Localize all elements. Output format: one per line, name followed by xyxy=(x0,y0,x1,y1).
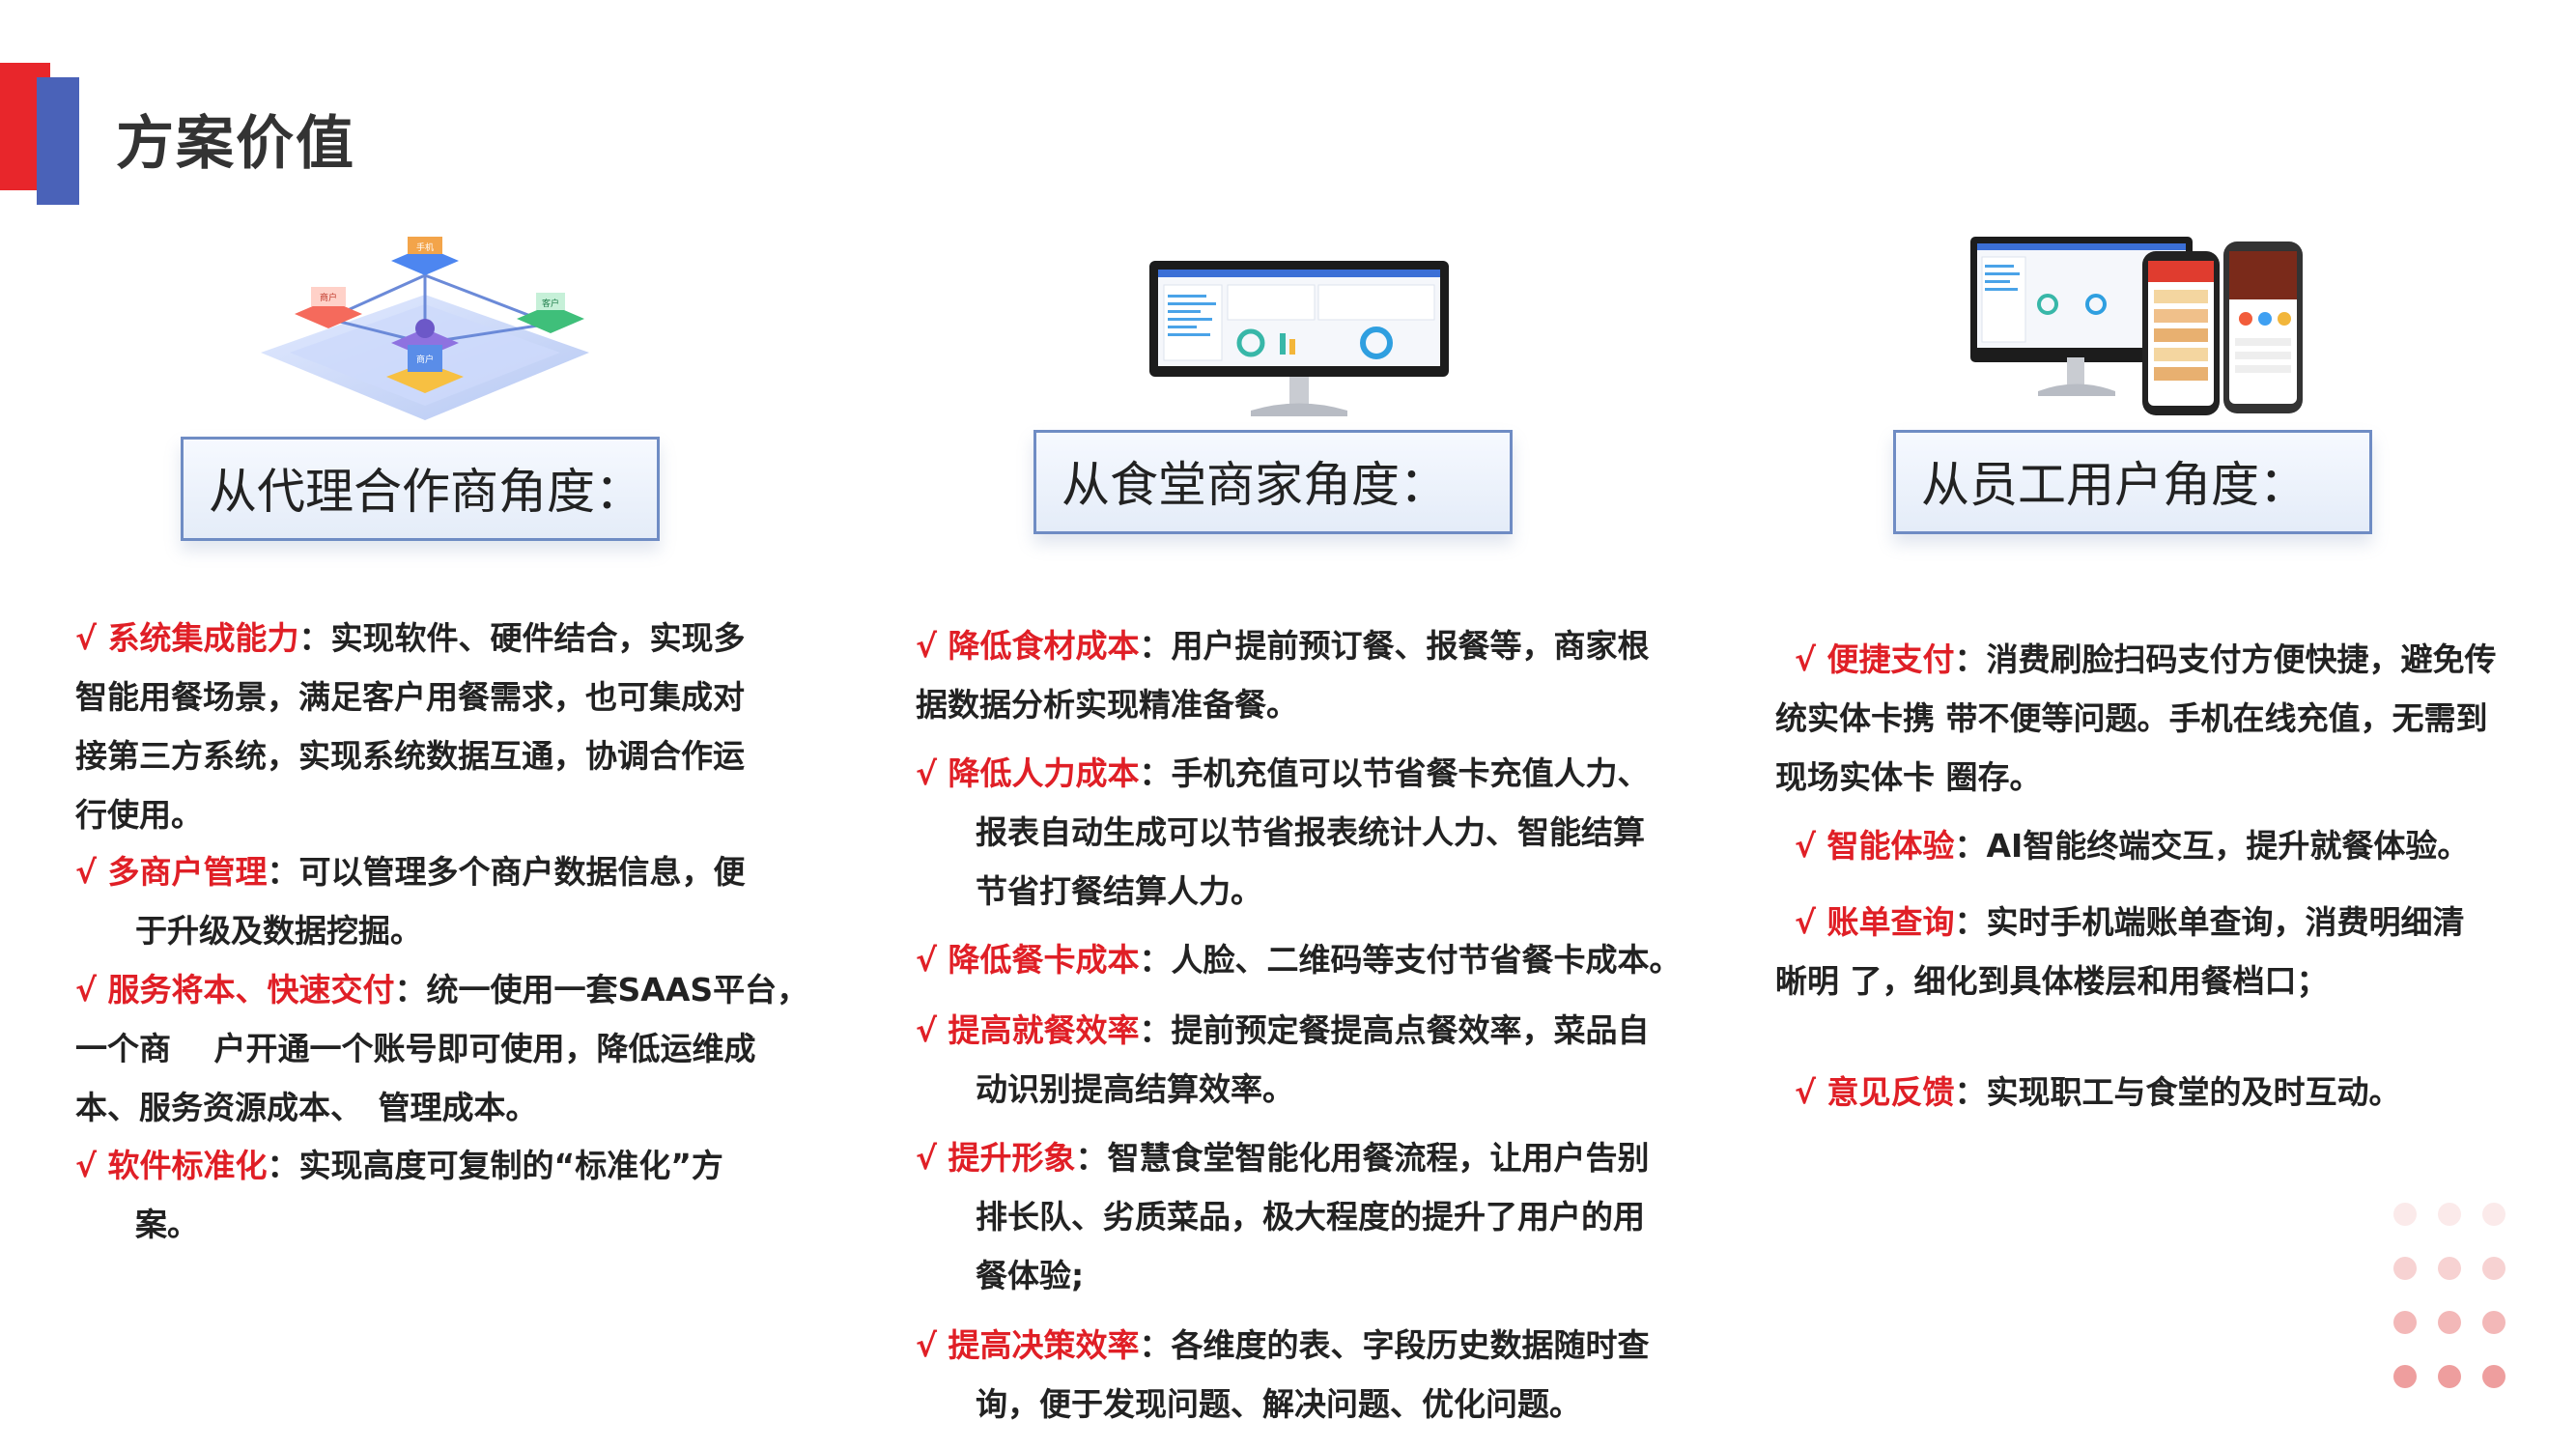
dot xyxy=(2482,1203,2505,1226)
benefit-keyword: 多商户管理 xyxy=(107,853,268,891)
dot xyxy=(2438,1365,2461,1388)
benefit-keyword: 服务将本、快速交付 xyxy=(107,971,395,1009)
benefit-keyword: 系统集成能力 xyxy=(107,619,299,657)
check-icon: √ xyxy=(916,1011,938,1049)
dot xyxy=(2438,1257,2461,1280)
benefit-item: √ 降低人力成本：手机充值可以节省餐卡充值人力、 报表自动生成可以节省报表统计人… xyxy=(916,754,1650,910)
dot xyxy=(2438,1311,2461,1334)
header-employee-perspective: 从员工用户角度： xyxy=(1893,430,2372,534)
benefit-item: √ 多商户管理：可以管理多个商户数据信息，便 于升级及数据挖掘。 xyxy=(75,853,746,950)
check-icon: √ xyxy=(1795,827,1817,865)
benefit-item: √ 系统集成能力：实现软件、硬件结合，实现多 智能用餐场景，满足客户用餐需求，也… xyxy=(75,619,746,834)
header-canteen-perspective: 从食堂商家角度： xyxy=(1033,430,1513,534)
benefit-item: √ 提高决策效率：各维度的表、字段历史数据随时查 询，便于发现问题、解决问题、优… xyxy=(916,1326,1650,1423)
benefit-keyword: 提高就餐效率 xyxy=(948,1011,1140,1049)
benefit-keyword: 账单查询 xyxy=(1826,903,1955,941)
benefit-keyword: 便捷支付 xyxy=(1826,640,1955,678)
benefit-item: √ 降低餐卡成本：人脸、二维码等支付节省餐卡成本。 xyxy=(916,941,1682,979)
dot xyxy=(2482,1365,2505,1388)
check-icon: √ xyxy=(75,971,98,1009)
dot xyxy=(2393,1311,2417,1334)
benefit-item: √ 降低食材成本：用户提前预订餐、报餐等，商家根 据数据分析实现精准备餐。 xyxy=(916,627,1650,724)
check-icon: √ xyxy=(1795,903,1817,941)
benefit-item: √ 智能体验：AI智能终端交互，提升就餐体验。 xyxy=(1795,827,2470,865)
benefit-item: √ 账单查询：实时手机端账单查询，消费明细清 晰明 了，细化到具体楼层和用餐档口… xyxy=(1775,903,2465,1000)
network-platform-illustration: 手机 商户 客户 商户 xyxy=(261,237,589,420)
dot xyxy=(2393,1203,2417,1226)
benefit-item: √ 意见反馈：实现职工与食堂的及时互动。 xyxy=(1795,1073,2401,1111)
benefit-item: √ 软件标准化：实现高度可复制的“标准化”方 案。 xyxy=(75,1147,723,1243)
benefit-keyword: 软件标准化 xyxy=(107,1147,268,1184)
check-icon: √ xyxy=(75,1147,98,1184)
map-label-merchant: 商户 xyxy=(320,292,337,303)
map-label-customer: 客户 xyxy=(542,298,559,309)
page-title: 方案价值 xyxy=(116,110,355,178)
check-icon: √ xyxy=(916,754,938,792)
benefit-keyword: 降低食材成本 xyxy=(948,627,1140,665)
check-icon: √ xyxy=(1795,1073,1817,1111)
check-icon: √ xyxy=(916,941,938,979)
devices-illustration xyxy=(1970,237,2303,415)
benefit-item: √ 提高就餐效率：提前预定餐提高点餐效率，菜品自 动识别提高结算效率。 xyxy=(916,1011,1650,1108)
benefit-keyword: 提高决策效率 xyxy=(948,1326,1140,1364)
benefit-item: √ 便捷支付：消费刷脸扫码支付方便快捷，避免传 统实体卡携 带不便等问题。手机在… xyxy=(1775,640,2497,796)
map-label-merchant-2: 商户 xyxy=(416,354,434,365)
benefit-keyword: 智能体验 xyxy=(1826,827,1955,865)
dot xyxy=(2438,1203,2461,1226)
check-icon: √ xyxy=(916,627,938,665)
check-icon: √ xyxy=(916,1139,938,1177)
dot xyxy=(2393,1365,2417,1388)
dot xyxy=(2482,1311,2505,1334)
check-icon: √ xyxy=(75,619,98,657)
check-icon: √ xyxy=(916,1326,938,1364)
monitor-dashboard-illustration xyxy=(1149,261,1449,416)
dot xyxy=(2482,1257,2505,1280)
check-icon: √ xyxy=(1795,640,1817,678)
benefit-keyword: 意见反馈 xyxy=(1826,1073,1955,1111)
header-agent-perspective: 从代理合作商角度： xyxy=(181,437,660,541)
dot xyxy=(2393,1257,2417,1280)
check-icon: √ xyxy=(75,853,98,891)
benefit-item: √ 服务将本、快速交付：统一使用一套SAAS平台， 一个商 户开通一个账号即可使… xyxy=(75,971,809,1126)
benefit-keyword: 降低人力成本 xyxy=(948,754,1140,792)
title-accent-blue xyxy=(37,77,79,205)
benefit-item: √ 提升形象：智慧食堂智能化用餐流程，让用户告别 排长队、劣质菜品，极大程度的提… xyxy=(916,1139,1650,1294)
benefit-keyword: 降低餐卡成本 xyxy=(948,941,1140,979)
benefit-keyword: 提升形象 xyxy=(948,1139,1076,1177)
map-label-phone: 手机 xyxy=(416,242,434,253)
